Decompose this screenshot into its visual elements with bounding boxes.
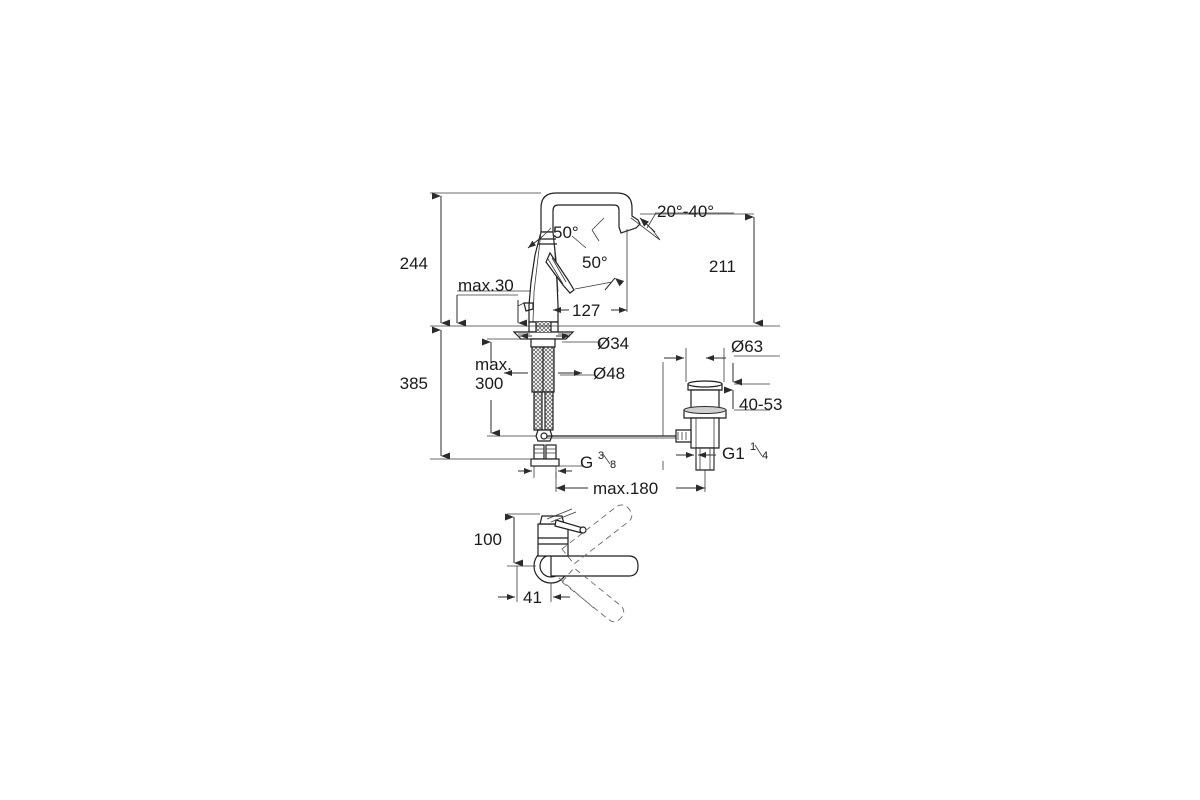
dim-max-180: max.180 <box>555 470 706 498</box>
threaded-shank <box>530 338 556 393</box>
dim-thread-g114-prefix: G1 <box>722 444 745 463</box>
dim-dia-48: Ø48 <box>504 364 625 383</box>
dimension-annotations: 244 385 max.30 max. 300 <box>400 192 782 607</box>
faucet-spout <box>540 192 641 234</box>
handle-swivel-ghost-positions <box>558 504 633 623</box>
angle-lever-upper-label: 50° <box>553 223 579 242</box>
dim-thread-g114: G1 1 4 <box>676 441 768 470</box>
dim-max-30: max.30 <box>456 276 527 327</box>
angle-lever-upper: 50° <box>527 217 605 249</box>
angle-swivel-label: 20°-40° <box>657 202 714 221</box>
dim-max-180-label: max.180 <box>593 479 658 498</box>
dim-127-label: 127 <box>572 301 600 320</box>
dim-dia-34: Ø34 <box>520 333 629 353</box>
dim-thread-g38-numerator: 3 <box>598 450 604 462</box>
dim-244-label: 244 <box>400 254 428 273</box>
dim-40-53-label: 40-53 <box>739 395 782 414</box>
dim-max-300-label-1: max. <box>475 355 512 374</box>
top-plan-handle-view <box>533 504 639 623</box>
dim-100: 100 <box>474 513 540 567</box>
dim-thread-g114-denominator: 4 <box>762 450 768 462</box>
dim-41: 41 <box>498 566 570 607</box>
dim-max-300-label-2: 300 <box>475 374 503 393</box>
dim-thread-g38-prefix: G <box>580 453 593 472</box>
flexible-supply-hoses <box>533 391 554 431</box>
dim-max-30-label: max.30 <box>458 276 514 295</box>
dim-211: 211 <box>640 213 763 327</box>
drain-assembly-view <box>675 380 727 471</box>
dim-max-300: max. 300 <box>475 338 512 437</box>
dim-211-label: 211 <box>709 257 736 276</box>
dim-385-label: 385 <box>400 374 428 393</box>
dim-dia-48-label: Ø48 <box>593 364 625 383</box>
escutcheon-mounting-flange <box>512 321 575 340</box>
dim-thread-g114-numerator: 1 <box>750 441 756 453</box>
dim-41-label: 41 <box>523 588 542 607</box>
dim-dia-63-label: Ø63 <box>731 337 763 356</box>
dim-385: 385 <box>400 326 450 460</box>
lever-handle <box>545 251 575 294</box>
dim-244: 244 <box>400 192 450 327</box>
angle-lever-lower-label: 50° <box>582 253 608 272</box>
dim-thread-g38: G 3 8 <box>518 450 616 478</box>
angle-lever-lower: 50° <box>571 235 625 291</box>
dim-127: 127 <box>553 229 628 320</box>
angle-swivel-callout: 20°-40° <box>630 202 734 241</box>
front-elevation-view <box>512 192 676 467</box>
dim-40-53: 40-53 <box>724 363 782 414</box>
dim-100-label: 100 <box>474 530 502 549</box>
dim-dia-34-label: Ø34 <box>597 334 629 353</box>
dim-thread-g38-denominator: 8 <box>610 459 616 471</box>
dim-dia-63: Ø63 <box>664 337 763 382</box>
